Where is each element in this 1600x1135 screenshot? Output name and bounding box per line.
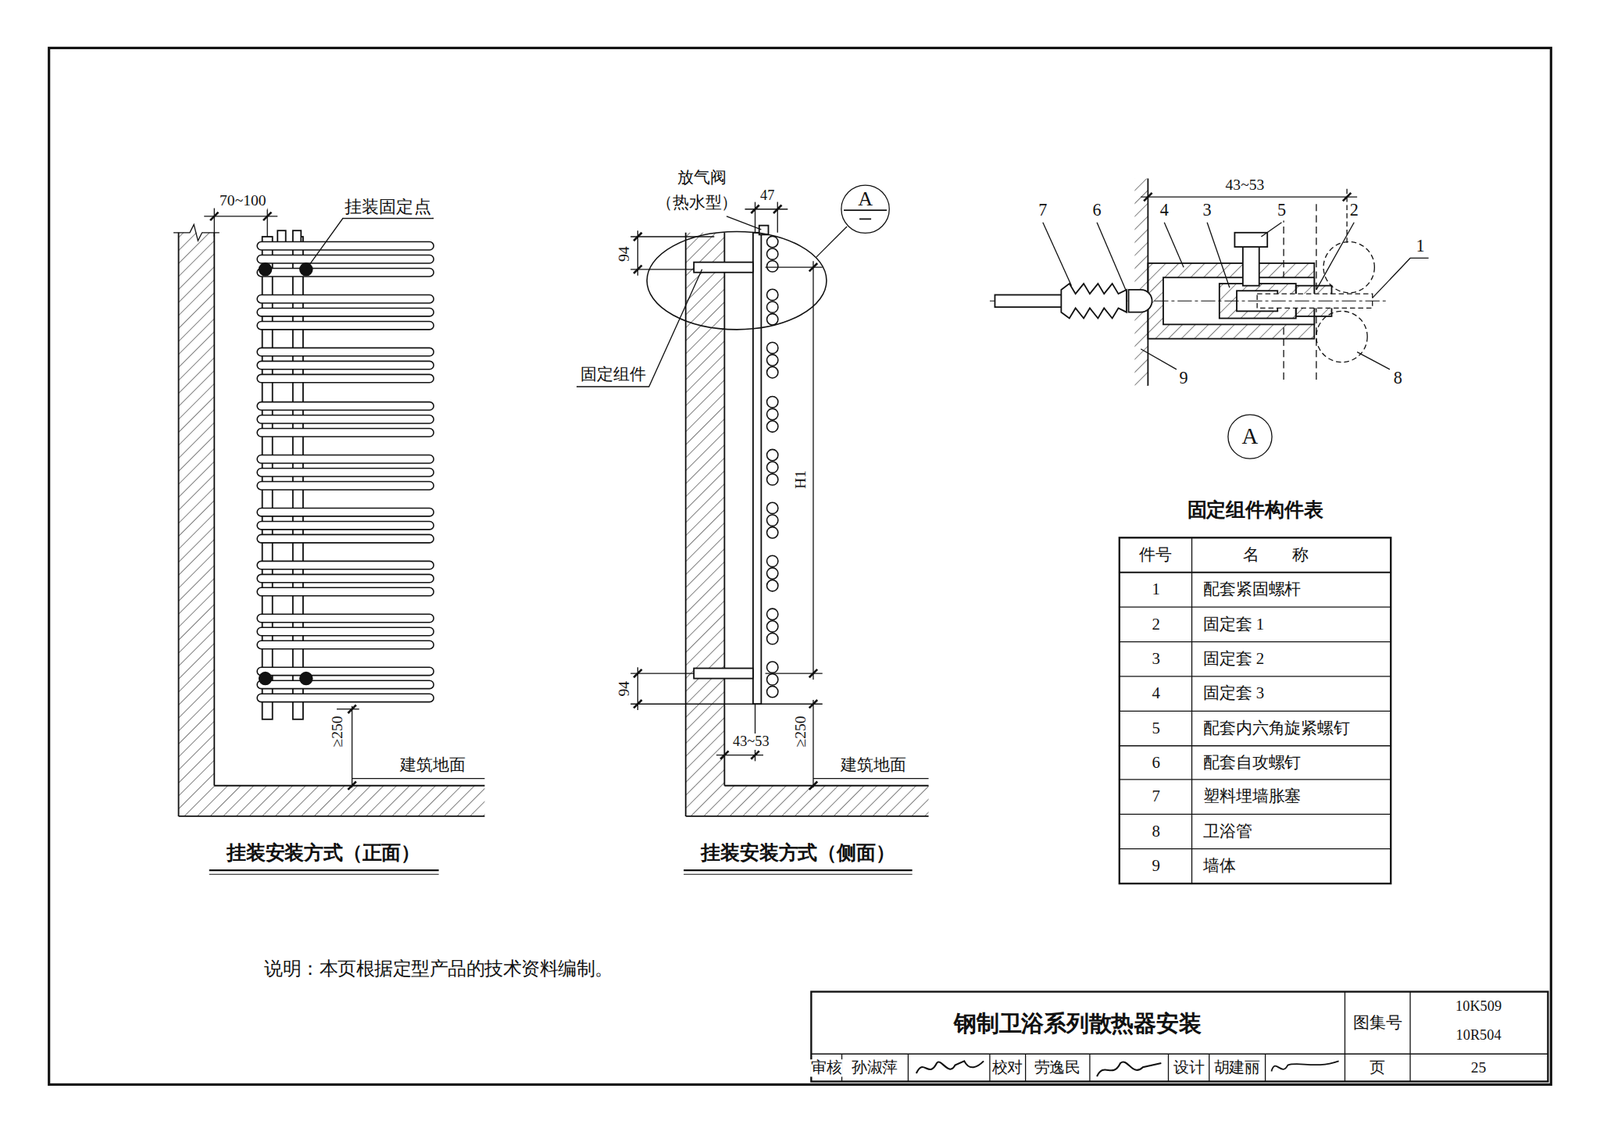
table-cell: 墙体 [1202, 857, 1237, 876]
title-block-cell: 校对 [990, 1059, 1024, 1078]
callout-number: 4 [1158, 200, 1170, 221]
callout-number: 1 [1414, 235, 1426, 257]
callout-text: （热水型） [655, 193, 740, 213]
title-block-cell: 劳逸民 [1032, 1059, 1081, 1078]
table-cell: 固定套 3 [1202, 684, 1266, 704]
table-cell: 4 [1150, 684, 1161, 704]
table-header: 件号 [1137, 546, 1172, 565]
detail-symbol: A [1227, 414, 1272, 459]
table-header: 名 称 [1242, 546, 1310, 565]
table-cell: 5 [1150, 719, 1161, 739]
table-cell: 9 [1150, 857, 1161, 876]
table-cell: 配套自攻螺钉 [1202, 753, 1303, 773]
table-title: 固定组件构件表 [1185, 499, 1324, 522]
title-block-cell: 10K509 [1454, 999, 1504, 1016]
dimension: 70~100 [218, 192, 268, 211]
view-caption: 挂装安装方式（正面） [225, 842, 422, 865]
callout-text: 固定组件 [579, 364, 647, 384]
callout-number: 2 [1348, 200, 1360, 221]
detail-symbol: A [840, 184, 890, 234]
dimension: 43~53 [732, 733, 771, 750]
callout-number: 7 [1037, 200, 1049, 221]
callout-number: 6 [1091, 200, 1103, 221]
dimension: ≥250 [328, 714, 347, 749]
dimension: ≥250 [792, 714, 811, 749]
dimension: 43~53 [1224, 176, 1265, 195]
title-block-cell: 页 [1368, 1059, 1386, 1078]
table-cell: 1 [1150, 580, 1161, 600]
title-block-cell: 设计 [1172, 1059, 1206, 1078]
title-block-cell: 审核 [810, 1059, 843, 1078]
table-cell: 塑料埋墙胀塞 [1202, 787, 1303, 807]
callout-number: 3 [1201, 200, 1213, 221]
dimension: 94 [615, 680, 634, 698]
dimension: H1 [792, 469, 811, 491]
table-cell: 配套内六角旋紧螺钉 [1202, 719, 1352, 739]
callout-text: 放气阀 [676, 167, 728, 187]
floor-label: 建筑地面 [839, 756, 908, 775]
floor-label: 建筑地面 [399, 756, 467, 775]
table-cell: 3 [1150, 650, 1161, 669]
callout-number: 9 [1178, 368, 1190, 390]
table-cell: 6 [1150, 753, 1161, 773]
table-cell: 卫浴管 [1202, 821, 1254, 841]
view-caption: 挂装安装方式（侧面） [700, 842, 897, 865]
title-block-cell: 25 [1469, 1059, 1487, 1078]
title-block-cell: 孙淑萍 [850, 1059, 899, 1078]
callout-number: 8 [1392, 368, 1404, 390]
dimension: 47 [759, 187, 776, 204]
dimension: 94 [615, 245, 634, 263]
title-block-cell: 10R504 [1454, 1027, 1503, 1044]
table-cell: 固定套 2 [1202, 650, 1266, 669]
callout-text: 挂装固定点 [343, 196, 433, 218]
note: 说明：本页根据定型产品的技术资料编制。 [263, 958, 615, 980]
callout-number: 5 [1276, 200, 1288, 221]
title-block-cell: 图集号 [1352, 1014, 1404, 1033]
table-cell: 2 [1150, 614, 1161, 634]
table-cell: 配套紧固螺杆 [1202, 580, 1303, 600]
detail-letter: A [842, 187, 890, 208]
table-cell: 固定套 1 [1202, 614, 1266, 634]
table-cell: 7 [1150, 787, 1161, 807]
table-cell: 8 [1150, 821, 1161, 841]
drawing-title: 钢制卫浴系列散热器安装 [953, 1010, 1203, 1037]
title-block-cell: 胡建丽 [1212, 1059, 1261, 1078]
detail-letter: A [1228, 425, 1272, 449]
